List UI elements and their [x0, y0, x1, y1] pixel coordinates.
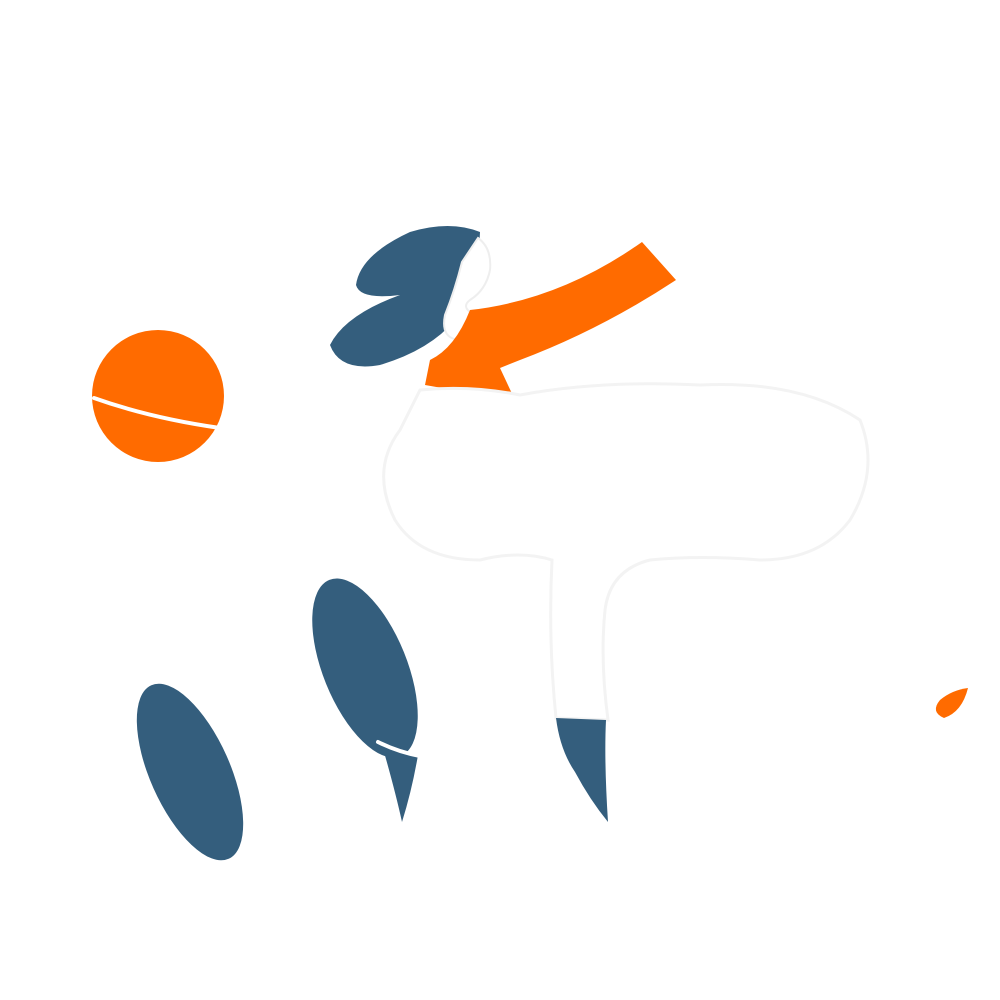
pin-middle-body	[312, 578, 418, 758]
hair-blob	[330, 226, 480, 367]
pin-left	[136, 683, 244, 861]
bowling-pin-icon	[136, 578, 422, 861]
pin-middle	[312, 578, 422, 822]
bowling-ball-icon	[92, 330, 224, 462]
bowling-ball-shape	[92, 330, 224, 462]
arm-sleeve-shape	[425, 242, 676, 400]
orange-sleeve	[425, 242, 676, 400]
face-shape	[443, 236, 492, 342]
flame-icon	[935, 688, 968, 718]
leg-shape	[556, 718, 608, 822]
bowling-ball-stripe	[92, 396, 222, 430]
hair-shape	[330, 226, 480, 367]
pin-middle-stripe	[376, 740, 422, 758]
pin-middle-neck	[382, 745, 418, 822]
body-silhouette	[382, 382, 870, 722]
person-icon	[382, 382, 870, 722]
